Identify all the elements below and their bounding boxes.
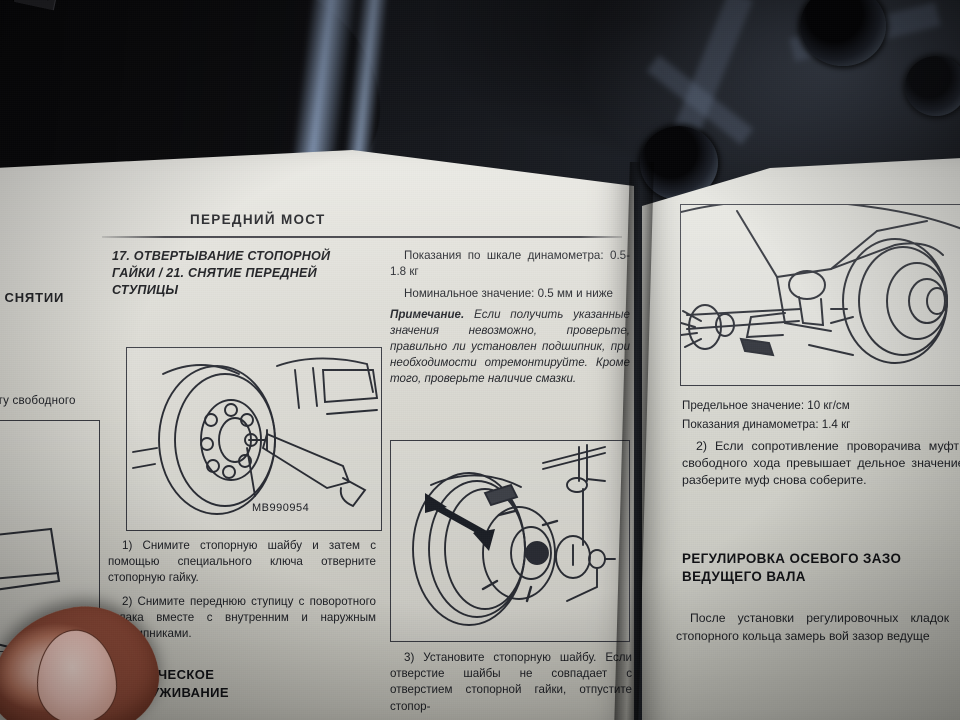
cut-column-heading: И СНЯТИИ xyxy=(0,290,65,305)
middle-step-3: 3) Установите стопорную шайбу. Если отве… xyxy=(390,651,632,713)
running-header: ПЕРЕДНИЙ МОСТ xyxy=(190,212,326,227)
left-step-2: 2) Снимите переднюю ступицу с поворотног… xyxy=(108,594,376,641)
middle-note-label: Примечание. xyxy=(390,307,465,321)
middle-line-2: Номинальное значение: 0.5 мм и ниже xyxy=(404,287,613,301)
right-column-body: После установки регулировочных кладок и … xyxy=(676,610,960,645)
middle-column-step3: 3) Установите стопорную шайбу. Если отве… xyxy=(390,650,632,715)
figure-front-axle xyxy=(676,199,960,386)
right-line-1: Предельное значение: 10 кг/см xyxy=(682,399,850,412)
right-body-text: После установки регулировочных кладок и … xyxy=(676,611,960,643)
open-manual-book: ПЕРЕДНИЙ МОСТ И СНЯТИИ фту свободного xyxy=(0,150,960,720)
cut-column-line: фту свободного xyxy=(0,394,76,407)
middle-note: Примечание. Если получить указанные знач… xyxy=(390,307,630,388)
right-line-2: Показания динамометра: 1.4 кг xyxy=(682,418,851,432)
figure-hub-lock-nut xyxy=(126,347,382,531)
right-column: Предельное значение: 10 кг/см Показания … xyxy=(682,398,960,489)
right-section-title-line2: ВЕДУЩЕГО ВАЛА xyxy=(682,569,806,584)
wheel-lug-hole-1 xyxy=(800,0,886,66)
left-column: 17. ОТВЕРТЫВАНИЕ СТОПОРНОЙ ГАЙКИ / 21. С… xyxy=(112,248,376,299)
middle-line-1: Показания по шкале динамометра: 0.5-1.8 … xyxy=(390,249,630,279)
wheel-lug-hole-3 xyxy=(905,56,960,116)
right-section-title-line1: РЕГУЛИРОВКА ОСЕВОГО ЗАЗО xyxy=(682,551,902,566)
figure-dial-indicator xyxy=(390,440,630,642)
figure-front-axle-drawing xyxy=(676,199,960,364)
right-step-2: 2) Если сопротивление проворачива муфты … xyxy=(682,439,960,488)
middle-column: Показания по шкале динамометра: 0.5-1.8 … xyxy=(390,248,630,388)
left-section-title: 17. ОТВЕРТЫВАНИЕ СТОПОРНОЙ ГАЙКИ / 21. С… xyxy=(112,249,331,297)
figure-tool-code: MB990954 xyxy=(252,502,310,514)
middle-note-text: Если получить указанные значения невозмо… xyxy=(390,307,630,386)
figure-dial-indicator-drawing xyxy=(412,444,616,626)
manual-right-page: Предельное значение: 10 кг/см Показания … xyxy=(642,158,960,720)
thumbnail xyxy=(34,627,120,720)
cut-column-figure-drawing xyxy=(0,527,61,649)
left-column-steps: 1) Снимите стопорную шайбу и затем с пом… xyxy=(108,538,376,642)
figure-hub-lock-nut-drawing xyxy=(132,357,379,515)
left-step-1: 1) Снимите стопорную шайбу и затем с пом… xyxy=(108,539,376,585)
header-rule xyxy=(102,236,622,238)
